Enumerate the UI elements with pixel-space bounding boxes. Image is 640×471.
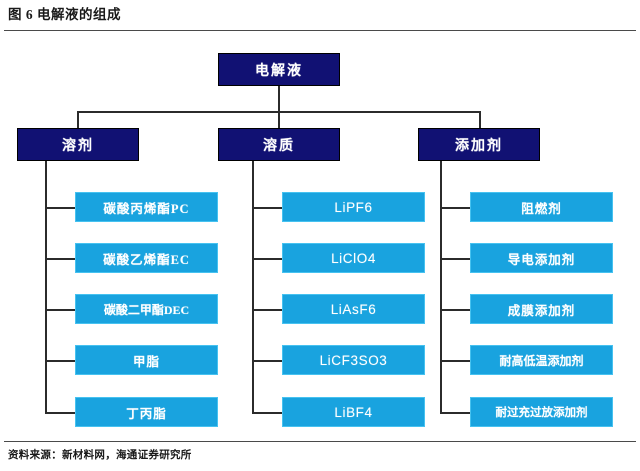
- connector-stub-additive-5: [440, 412, 470, 414]
- node-branch-additive[interactable]: 添加剂: [418, 128, 540, 161]
- node-leaf-additive-4[interactable]: 耐高低温添加剂: [470, 345, 613, 375]
- node-leaf-additive-2[interactable]: 导电添加剂: [470, 243, 613, 273]
- node-branch-solute[interactable]: 溶质: [218, 128, 340, 161]
- connector-root-stem: [278, 86, 280, 112]
- node-leaf-solute-2[interactable]: LiClO4: [282, 243, 425, 273]
- connector-spine-additive: [440, 161, 442, 414]
- connector-spine-solvent: [45, 161, 47, 414]
- node-label: 碳酸二甲酯DEC: [103, 302, 190, 317]
- source-note: 资料来源：新材料网，海通证券研究所: [8, 450, 192, 461]
- header-divider: [4, 30, 636, 31]
- node-label: 导电添加剂: [507, 252, 576, 267]
- node-label: 溶剂: [62, 138, 94, 154]
- node-leaf-solute-5[interactable]: LiBF4: [282, 397, 425, 427]
- connector-stub-solute-3: [252, 309, 282, 311]
- flow-diagram: 电解液 溶剂 碳酸丙烯酯PC 碳酸乙烯酯EC 碳酸二甲酯DEC 甲脂 丁丙脂 溶…: [0, 32, 640, 440]
- figure-header: 图 6 电解液的组成: [0, 0, 640, 32]
- node-leaf-additive-1[interactable]: 阻燃剂: [470, 192, 613, 222]
- connector-stub-solute-1: [252, 207, 282, 209]
- node-label: LiBF4: [334, 404, 373, 420]
- connector-stub-solute-5: [252, 412, 282, 414]
- connector-spine-solute: [252, 161, 254, 414]
- connector-bus-to-branch-3: [479, 111, 481, 128]
- connector-stub-solute-4: [252, 360, 282, 362]
- connector-stub-solvent-1: [45, 207, 75, 209]
- node-leaf-solute-3[interactable]: LiAsF6: [282, 294, 425, 324]
- connector-stub-solvent-4: [45, 360, 75, 362]
- connector-stub-solvent-5: [45, 412, 75, 414]
- node-root-electrolyte[interactable]: 电解液: [218, 53, 340, 86]
- node-label: 溶质: [263, 138, 295, 154]
- node-label: 丁丙脂: [126, 406, 167, 421]
- node-label: 甲脂: [132, 354, 160, 369]
- connector-stub-additive-1: [440, 207, 470, 209]
- node-leaf-solvent-1[interactable]: 碳酸丙烯酯PC: [75, 192, 218, 222]
- node-label: 添加剂: [455, 138, 503, 154]
- node-leaf-solvent-5[interactable]: 丁丙脂: [75, 397, 218, 427]
- node-label: 耐高低温添加剂: [499, 353, 584, 368]
- connector-stub-solvent-3: [45, 309, 75, 311]
- node-leaf-solute-1[interactable]: LiPF6: [282, 192, 425, 222]
- node-label: LiCF3SO3: [319, 352, 388, 368]
- node-leaf-solvent-2[interactable]: 碳酸乙烯酯EC: [75, 243, 218, 273]
- node-label: 碳酸丙烯酯PC: [103, 201, 190, 216]
- connector-stub-solvent-2: [45, 258, 75, 260]
- node-label: 碳酸乙烯酯EC: [103, 252, 190, 267]
- node-leaf-additive-3[interactable]: 成膜添加剂: [470, 294, 613, 324]
- page-title: 图 6 电解液的组成: [8, 7, 121, 22]
- connector-stub-additive-3: [440, 309, 470, 311]
- node-leaf-additive-5[interactable]: 耐过充过放添加剂: [470, 397, 613, 427]
- node-label: 电解液: [255, 63, 303, 79]
- connector-bus-to-branch-1: [77, 111, 79, 128]
- node-label: LiClO4: [331, 250, 376, 266]
- node-leaf-solvent-3[interactable]: 碳酸二甲酯DEC: [75, 294, 218, 324]
- node-leaf-solute-4[interactable]: LiCF3SO3: [282, 345, 425, 375]
- connector-stub-additive-2: [440, 258, 470, 260]
- node-branch-solvent[interactable]: 溶剂: [17, 128, 139, 161]
- node-leaf-solvent-4[interactable]: 甲脂: [75, 345, 218, 375]
- node-label: LiAsF6: [330, 301, 377, 317]
- node-label: 成膜添加剂: [507, 303, 576, 318]
- node-label: 耐过充过放添加剂: [495, 407, 588, 419]
- node-label: 阻燃剂: [521, 201, 562, 216]
- connector-bus-to-branch-2: [278, 111, 280, 128]
- node-label: LiPF6: [334, 199, 373, 215]
- footer-divider: [4, 441, 636, 442]
- connector-stub-additive-4: [440, 360, 470, 362]
- connector-stub-solute-2: [252, 258, 282, 260]
